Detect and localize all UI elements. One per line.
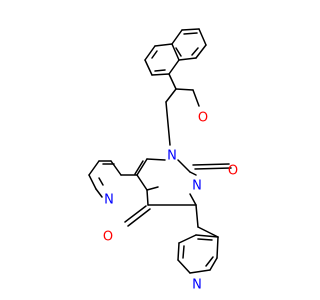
- bond-line: [168, 73, 177, 90]
- atom-n3: N: [192, 179, 202, 194]
- bond-line: [178, 57, 197, 61]
- bond-line: [183, 32, 198, 35]
- bond-line: [194, 167, 232, 170]
- bond-line: [144, 59, 153, 76]
- bond-line: [144, 45, 156, 61]
- atom-n-pyridine-ring: N: [192, 278, 202, 293]
- bond-lines: [88, 28, 232, 274]
- atom-o-c4: O: [103, 230, 113, 245]
- bond-line: [189, 171, 197, 176]
- bond-line: [175, 88, 194, 91]
- bond-line: [175, 47, 182, 57]
- bond-line: [209, 257, 218, 271]
- bond-line: [177, 159, 191, 173]
- bond-line: [95, 188, 103, 198]
- bond-line: [154, 69, 166, 72]
- bond-line: [154, 43, 173, 47]
- bond-line: [136, 158, 148, 176]
- bond-line: [191, 47, 199, 56]
- bond-line: [134, 160, 144, 175]
- bond-line: [189, 193, 197, 206]
- molecule-structure: O N O N N O N: [88, 28, 238, 293]
- bond-line: [110, 160, 122, 176]
- bond-line: [165, 88, 177, 103]
- bond-line: [88, 160, 100, 176]
- bond-line: [205, 256, 214, 267]
- bond-line: [151, 73, 170, 76]
- bond-line: [195, 234, 219, 238]
- atom-n-pyridine-fused: N: [104, 193, 114, 208]
- bond-line: [151, 50, 158, 59]
- bond-line: [146, 189, 149, 206]
- bond-line: [168, 59, 180, 75]
- bond-line: [192, 163, 230, 166]
- bond-line: [216, 236, 219, 259]
- bond-line: [197, 238, 213, 241]
- bond-line: [195, 44, 207, 59]
- bond-line: [177, 242, 180, 261]
- atom-o-ketone: O: [198, 111, 208, 126]
- bond-line: [195, 204, 199, 228]
- atom-n1: N: [167, 149, 177, 164]
- bond-line: [136, 174, 148, 191]
- bond-line: [124, 205, 147, 223]
- bond-line: [192, 89, 200, 107]
- bond-line: [171, 43, 180, 61]
- bond-line: [182, 245, 185, 259]
- bond-line: [171, 29, 183, 45]
- bond-line: [98, 177, 104, 186]
- bond-line: [189, 269, 211, 274]
- bond-line: [146, 158, 166, 161]
- bond-line: [181, 28, 200, 31]
- bond-line: [177, 259, 191, 274]
- bond-line: [178, 234, 197, 244]
- bond-line: [88, 174, 97, 190]
- bond-line: [127, 208, 151, 227]
- bond-line: [146, 186, 159, 191]
- atom-o-c2: O: [228, 164, 238, 179]
- bond-line: [165, 101, 171, 146]
- bond-line: [197, 226, 219, 238]
- atom-labels: O N O N N O N: [103, 111, 238, 293]
- bond-line: [198, 28, 207, 46]
